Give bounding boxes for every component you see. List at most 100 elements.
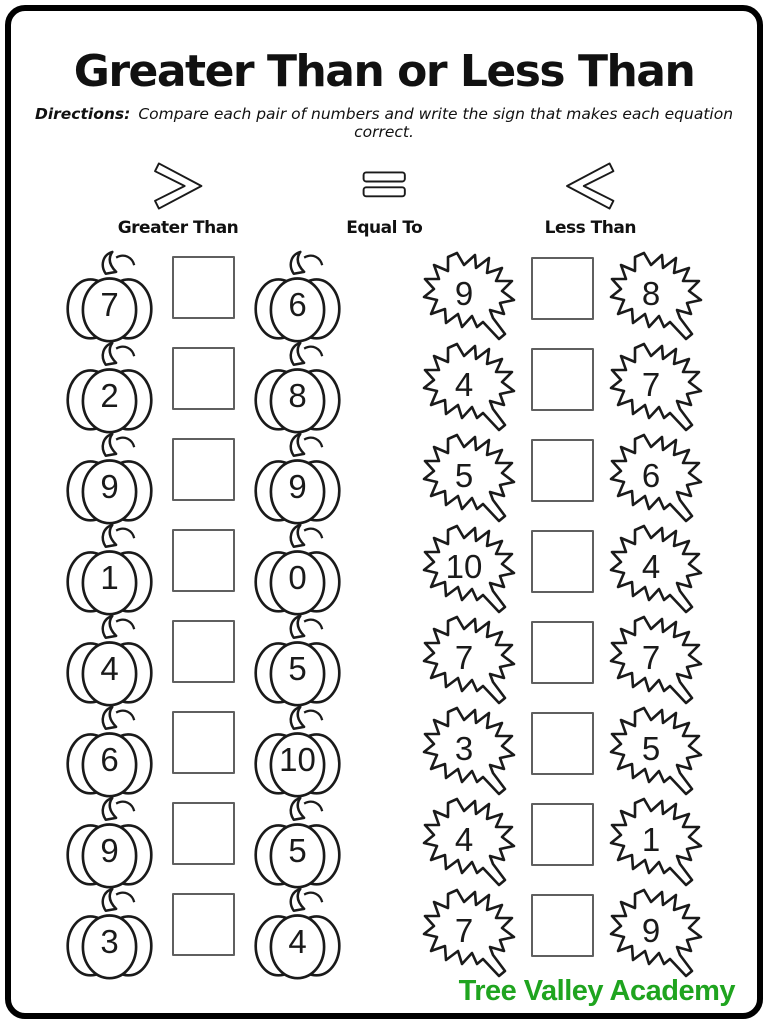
leaf-shape: 4: [419, 794, 519, 894]
legend-item-greater-than: Greater Than: [118, 157, 239, 238]
right-number: 5: [641, 729, 661, 767]
right-number: 9: [288, 468, 307, 506]
greater-than-icon: [153, 162, 203, 210]
left-number: 9: [100, 832, 119, 870]
right-number: 8: [641, 274, 661, 312]
left-number: 2: [100, 377, 119, 415]
pumpkin-shape: 8: [250, 341, 345, 436]
comparison-row: 9 8: [419, 251, 706, 343]
leaf-shape: 4: [606, 521, 706, 621]
pumpkin-shape: 10: [250, 705, 345, 800]
answer-box[interactable]: [531, 712, 594, 776]
right-number: 9: [641, 911, 661, 949]
leaf-shape: 7: [606, 612, 706, 712]
leaf-shape: 5: [419, 430, 519, 530]
pumpkin-shape: 9: [62, 796, 157, 891]
right-number: 7: [641, 638, 661, 676]
answer-box[interactable]: [172, 893, 235, 957]
answer-box[interactable]: [172, 802, 235, 866]
left-number: 6: [100, 741, 119, 779]
answer-box[interactable]: [531, 257, 594, 321]
comparison-row: 3 5: [419, 706, 706, 798]
worksheet-body: 7 6 2 8 9 9 1: [11, 250, 757, 980]
answer-box[interactable]: [531, 894, 594, 958]
legend-label: Less Than: [544, 218, 637, 239]
left-number: 7: [454, 911, 474, 949]
left-number: 7: [454, 638, 474, 676]
comparison-row: 5 6: [419, 433, 706, 525]
pumpkin-shape: 6: [250, 250, 345, 345]
pumpkin-shape: 5: [250, 614, 345, 709]
leaf-shape: 8: [606, 248, 706, 348]
leaf-shape: 6: [606, 430, 706, 530]
answer-box[interactable]: [172, 347, 235, 411]
legend-label: Greater Than: [117, 218, 239, 239]
worksheet-title: Greater Than or Less Than: [73, 46, 696, 97]
comparison-row: 4 7: [419, 342, 706, 434]
legend-item-less-than: Less Than: [530, 157, 650, 238]
pumpkin-shape: 7: [62, 250, 157, 345]
comparison-row: 7 7: [419, 615, 706, 707]
comparison-row: 6 10: [62, 705, 345, 800]
pumpkin-shape: 6: [62, 705, 157, 800]
left-number: 5: [454, 456, 474, 494]
comparison-row: 4 1: [419, 797, 706, 889]
right-number: 4: [288, 923, 307, 961]
answer-box[interactable]: [172, 438, 235, 502]
left-number: 3: [100, 923, 119, 961]
right-number: 4: [641, 547, 661, 585]
pumpkin-shape: 9: [62, 432, 157, 527]
pumpkin-shape: 9: [250, 432, 345, 527]
leaf-shape: 4: [419, 339, 519, 439]
answer-box[interactable]: [172, 620, 235, 684]
comparison-row: 7 6: [62, 250, 345, 345]
right-number: 6: [641, 456, 661, 494]
left-number: 4: [100, 650, 119, 688]
leaf-shape: 7: [606, 339, 706, 439]
directions: Directions:Compare each pair of numbers …: [21, 105, 747, 141]
less-than-icon: [566, 162, 615, 210]
answer-box[interactable]: [172, 529, 235, 593]
footer-brand: Tree Valley Academy: [458, 975, 736, 1007]
answer-box[interactable]: [531, 530, 594, 594]
right-number: 8: [288, 377, 307, 415]
leaf-shape: 7: [419, 612, 519, 712]
left-number: 4: [454, 365, 474, 403]
leaf-column: 9 8 4 7 5 6 10: [419, 251, 706, 980]
answer-box[interactable]: [531, 621, 594, 685]
left-number: 1: [100, 559, 119, 597]
left-number: 9: [100, 468, 119, 506]
right-number: 5: [288, 650, 307, 688]
leaf-shape: 7: [419, 885, 519, 985]
left-number: 3: [454, 729, 474, 767]
answer-box[interactable]: [531, 348, 594, 412]
leaf-shape: 5: [606, 703, 706, 803]
answer-box[interactable]: [172, 711, 235, 775]
left-number: 9: [454, 274, 474, 312]
comparison-row: 3 4: [62, 887, 345, 980]
leaf-shape: 3: [419, 703, 519, 803]
leaf-shape: 9: [606, 885, 706, 985]
pumpkin-shape: 0: [250, 523, 345, 618]
pumpkin-column: 7 6 2 8 9 9 1: [62, 250, 345, 980]
right-number: 7: [641, 365, 661, 403]
comparison-row: 1 0: [62, 523, 345, 618]
leaf-shape: 10: [419, 521, 519, 621]
leaf-shape: 1: [606, 794, 706, 894]
right-number: 1: [641, 820, 661, 858]
right-number: 0: [288, 559, 307, 597]
answer-box[interactable]: [531, 803, 594, 867]
directions-text: Compare each pair of numbers and write t…: [138, 105, 734, 142]
worksheet-page: Greater Than or Less Than Directions:Com…: [5, 5, 763, 1019]
left-number: 4: [454, 820, 474, 858]
left-number: 10: [445, 547, 483, 585]
answer-box[interactable]: [172, 256, 235, 320]
legend-label: Equal To: [346, 218, 423, 239]
comparison-row: 9 9: [62, 432, 345, 527]
comparison-row: 10 4: [419, 524, 706, 616]
answer-box[interactable]: [531, 439, 594, 503]
legend-item-equal-to: Equal To: [324, 157, 444, 238]
pumpkin-shape: 1: [62, 523, 157, 618]
right-number: 10: [279, 741, 316, 779]
pumpkin-shape: 2: [62, 341, 157, 436]
